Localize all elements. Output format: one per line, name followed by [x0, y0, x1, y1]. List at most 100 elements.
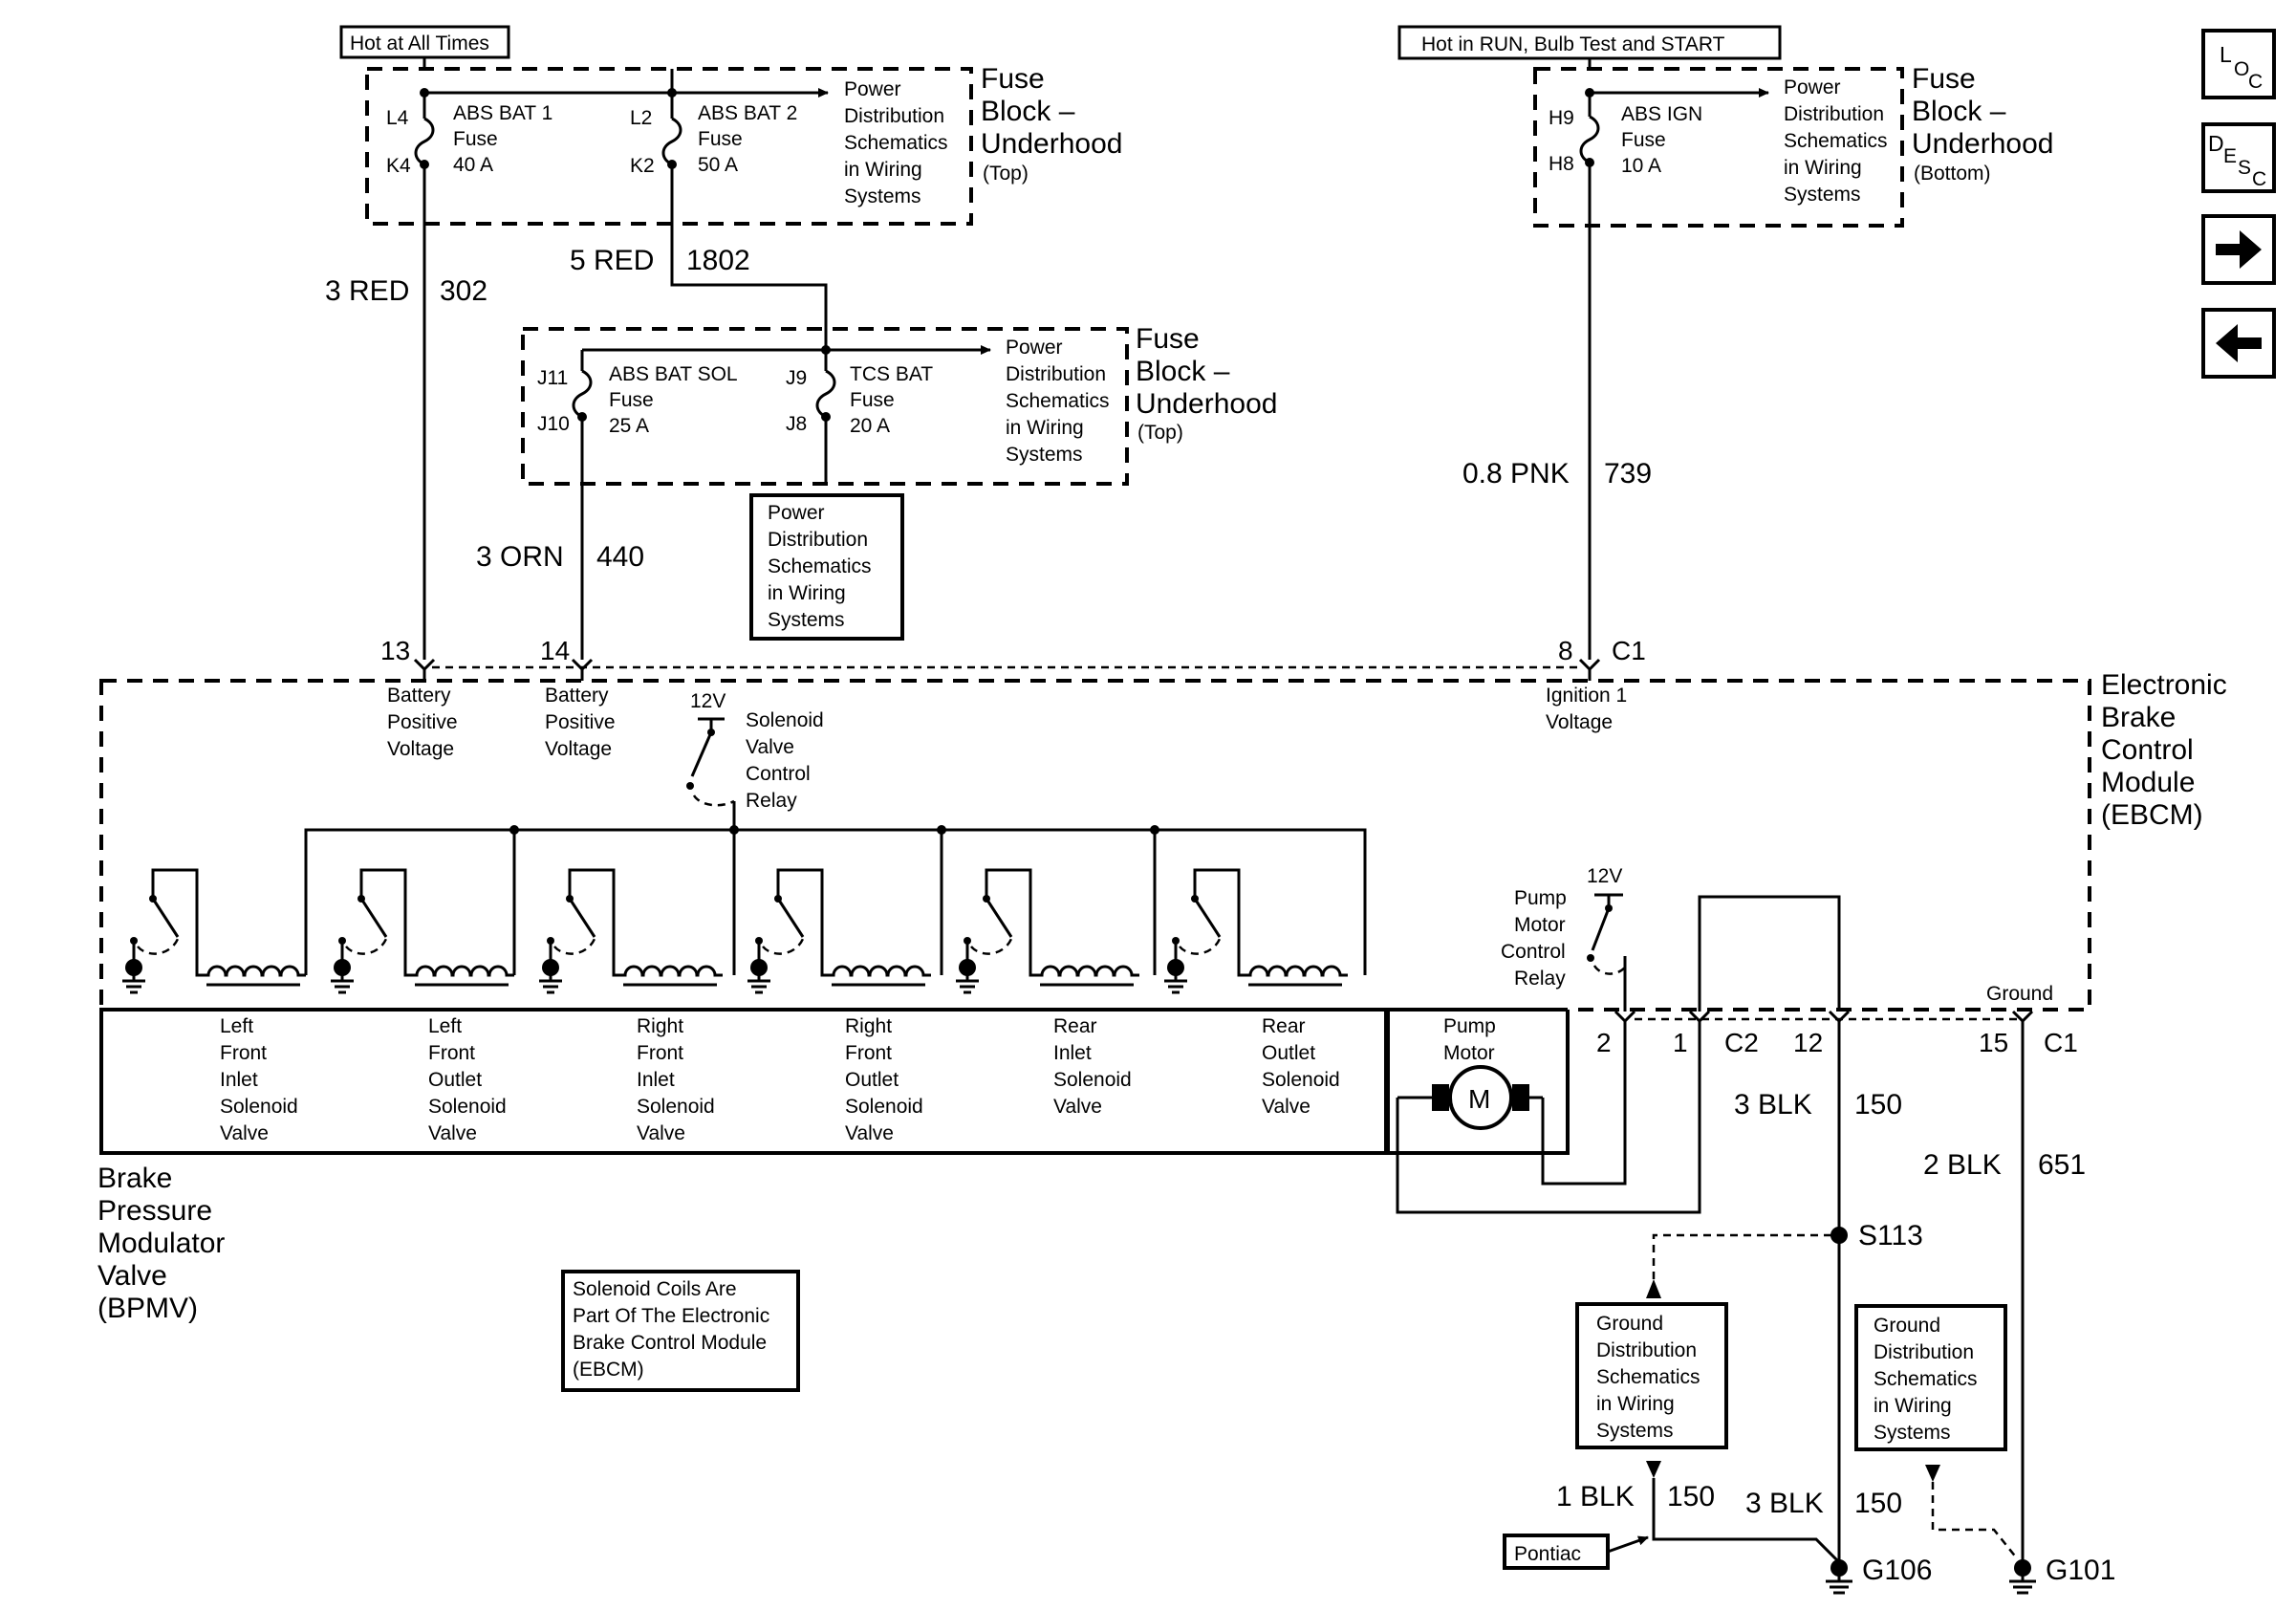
svg-text:TCS BAT: TCS BAT — [850, 363, 933, 385]
svg-text:25 A: 25 A — [609, 415, 649, 437]
svg-text:Distribution: Distribution — [1784, 103, 1884, 125]
svg-text:Front: Front — [637, 1042, 683, 1064]
solenoid-coil-note: Solenoid Coils Are Part Of The Electroni… — [561, 1270, 800, 1392]
solenoid-driver-cell — [1164, 868, 1348, 994]
solenoid-driver-cell — [122, 868, 306, 994]
svg-text:Solenoid: Solenoid — [1053, 1069, 1132, 1091]
fuse-block-top-left — [365, 67, 973, 226]
svg-text:C2: C2 — [1724, 1028, 1759, 1057]
motor-wire-pin2 — [1541, 1021, 1627, 1186]
svg-text:2: 2 — [1596, 1028, 1612, 1057]
svg-text:Systems: Systems — [1874, 1422, 1951, 1444]
fuse-block-right — [1533, 67, 1904, 228]
g101-ref-link — [1931, 1482, 2018, 1559]
svg-text:Solenoid: Solenoid — [220, 1096, 298, 1118]
svg-text:Schematics: Schematics — [768, 555, 872, 577]
svg-text:Inlet: Inlet — [637, 1069, 675, 1091]
arrow-up-icon — [1646, 1279, 1661, 1298]
svg-text:J10: J10 — [537, 413, 570, 435]
svg-text:C1: C1 — [1612, 636, 1646, 665]
svg-text:Valve: Valve — [637, 1122, 685, 1144]
svg-text:Valve: Valve — [1262, 1096, 1310, 1118]
svg-text:Distribution: Distribution — [844, 105, 944, 127]
svg-text:K4: K4 — [386, 155, 411, 177]
svg-text:in Wiring: in Wiring — [1784, 157, 1862, 179]
svg-text:S113: S113 — [1858, 1220, 1923, 1251]
svg-text:8: 8 — [1558, 636, 1573, 665]
solenoid-driver-cell — [747, 868, 931, 994]
arrow-left-icon — [2216, 324, 2262, 362]
previous-page-button[interactable] — [2201, 308, 2276, 379]
ground-distribution-ref-2[interactable]: Ground Distribution Schematics in Wiring… — [1854, 1304, 2007, 1451]
wire-651-size: 2 BLK — [1923, 1149, 2002, 1181]
svg-text:Systems: Systems — [844, 185, 921, 207]
abs-bat-1-fuse: L4 K4 ABS BAT 1 Fuse 40 A — [386, 93, 552, 177]
svg-text:Underhood: Underhood — [981, 128, 1122, 160]
svg-text:(BPMV): (BPMV) — [97, 1293, 198, 1324]
pin-14: 14 — [540, 636, 594, 672]
svg-text:(Bottom): (Bottom) — [1914, 163, 1991, 185]
svg-text:12V: 12V — [1587, 865, 1622, 887]
svg-text:J8: J8 — [786, 413, 807, 435]
desc-button[interactable]: D E S C — [2201, 122, 2276, 193]
svg-text:in Wiring: in Wiring — [768, 582, 846, 604]
wire-302-circuit: 302 — [440, 275, 487, 307]
svg-text:Rear: Rear — [1053, 1015, 1097, 1037]
svg-text:Block –: Block – — [981, 96, 1075, 127]
loc-letter-main: L — [2220, 42, 2232, 67]
wire-440-circuit: 440 — [596, 541, 644, 573]
abs-ign-fuse: H9 H8 ABS IGN Fuse 10 A — [1549, 93, 1702, 177]
svg-text:Brake: Brake — [97, 1163, 172, 1194]
svg-text:L2: L2 — [630, 107, 652, 129]
svg-text:Pump: Pump — [1514, 887, 1567, 909]
power-distribution-ref-box[interactable]: Power Distribution Schematics in Wiring … — [749, 493, 904, 641]
svg-text:Distribution: Distribution — [1006, 363, 1106, 385]
svg-text:ABS BAT 1: ABS BAT 1 — [453, 102, 552, 124]
power-distribution-ref-2: Power Distribution Schematics in Wiring … — [1006, 337, 1110, 466]
svg-text:Power: Power — [1784, 76, 1841, 98]
svg-text:Rear: Rear — [1262, 1015, 1306, 1037]
ground-label: Ground — [1986, 983, 2053, 1005]
motor-icon — [1448, 1065, 1513, 1130]
tcs-bat-fuse: J9 J8 TCS BAT Fuse 20 A — [786, 350, 933, 437]
solenoid-driver-cells — [122, 868, 1348, 994]
svg-text:Solenoid: Solenoid — [428, 1096, 507, 1118]
svg-text:13: 13 — [380, 636, 410, 665]
wire-150-pontiac — [1652, 1478, 1841, 1564]
svg-text:Hot in RUN, Bulb Test and STAR: Hot in RUN, Bulb Test and START — [1421, 33, 1725, 55]
power-distribution-ref-3: Power Distribution Schematics in Wiring … — [1784, 76, 1888, 206]
valve-labels: LeftFrontInletSolenoidValveLeftFrontOutl… — [220, 1015, 1340, 1144]
svg-text:Systems: Systems — [1006, 444, 1083, 466]
bpmv-title: Brake Pressure Modulator Valve (BPMV) — [97, 1163, 225, 1324]
svg-text:ABS BAT 2: ABS BAT 2 — [698, 102, 797, 124]
loc-letter-2: O — [2234, 58, 2249, 80]
loc-button[interactable]: L O C — [2201, 29, 2276, 99]
svg-text:L4: L4 — [386, 107, 409, 129]
wire-150c-circuit: 150 — [1854, 1488, 1902, 1519]
ground-distribution-ref-1[interactable]: Ground Distribution Schematics in Wiring… — [1575, 1302, 1728, 1449]
battery-voltage-input-2: Battery Positive Voltage — [545, 685, 616, 760]
svg-text:Modulator: Modulator — [97, 1228, 225, 1259]
svg-text:Schematics: Schematics — [1874, 1368, 1978, 1390]
svg-text:Hot at All Times: Hot at All Times — [350, 33, 489, 54]
svg-text:Schematics: Schematics — [844, 132, 948, 154]
svg-text:Valve: Valve — [220, 1122, 269, 1144]
svg-text:G106: G106 — [1862, 1555, 1932, 1586]
wire-150-circuit: 150 — [1854, 1089, 1902, 1120]
svg-text:M: M — [1468, 1084, 1490, 1114]
svg-text:50 A: 50 A — [698, 154, 738, 176]
svg-text:Left: Left — [220, 1015, 253, 1037]
solenoid-common-bus — [304, 828, 1367, 975]
wire-150-size: 3 BLK — [1734, 1089, 1812, 1120]
wire-739-circuit: 739 — [1604, 458, 1652, 490]
svg-text:Block –: Block – — [1136, 356, 1230, 387]
svg-text:Ground: Ground — [1596, 1313, 1663, 1335]
pump-motor: Pump Motor M — [1397, 1015, 1543, 1130]
svg-text:Fuse: Fuse — [850, 389, 895, 411]
svg-text:Motor: Motor — [1443, 1042, 1495, 1064]
svg-text:Fuse: Fuse — [1136, 323, 1200, 355]
next-page-button[interactable] — [2201, 214, 2276, 285]
svg-text:(EBCM): (EBCM) — [573, 1359, 644, 1381]
svg-text:(EBCM): (EBCM) — [2101, 799, 2203, 831]
